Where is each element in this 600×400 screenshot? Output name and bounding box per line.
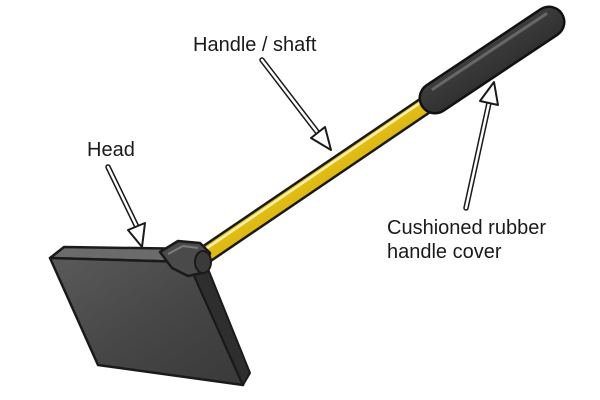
head-blade xyxy=(48,245,251,387)
label-head: Head xyxy=(87,139,135,161)
label-rubber-handle-cover: Cushioned rubber handle cover xyxy=(387,216,546,264)
arrow-head xyxy=(105,164,146,248)
rubber-handle-cover xyxy=(418,5,566,115)
head-socket xyxy=(158,239,212,278)
label-handle-shaft: Handle / shaft xyxy=(193,34,317,56)
arrow-handle-shaft xyxy=(259,57,332,151)
label-rubber-cover-line1: Cushioned rubber xyxy=(387,217,546,239)
label-rubber-cover-line2: handle cover xyxy=(387,241,502,263)
handle-shaft xyxy=(186,82,455,271)
arrow-rubber-cover xyxy=(463,81,499,211)
